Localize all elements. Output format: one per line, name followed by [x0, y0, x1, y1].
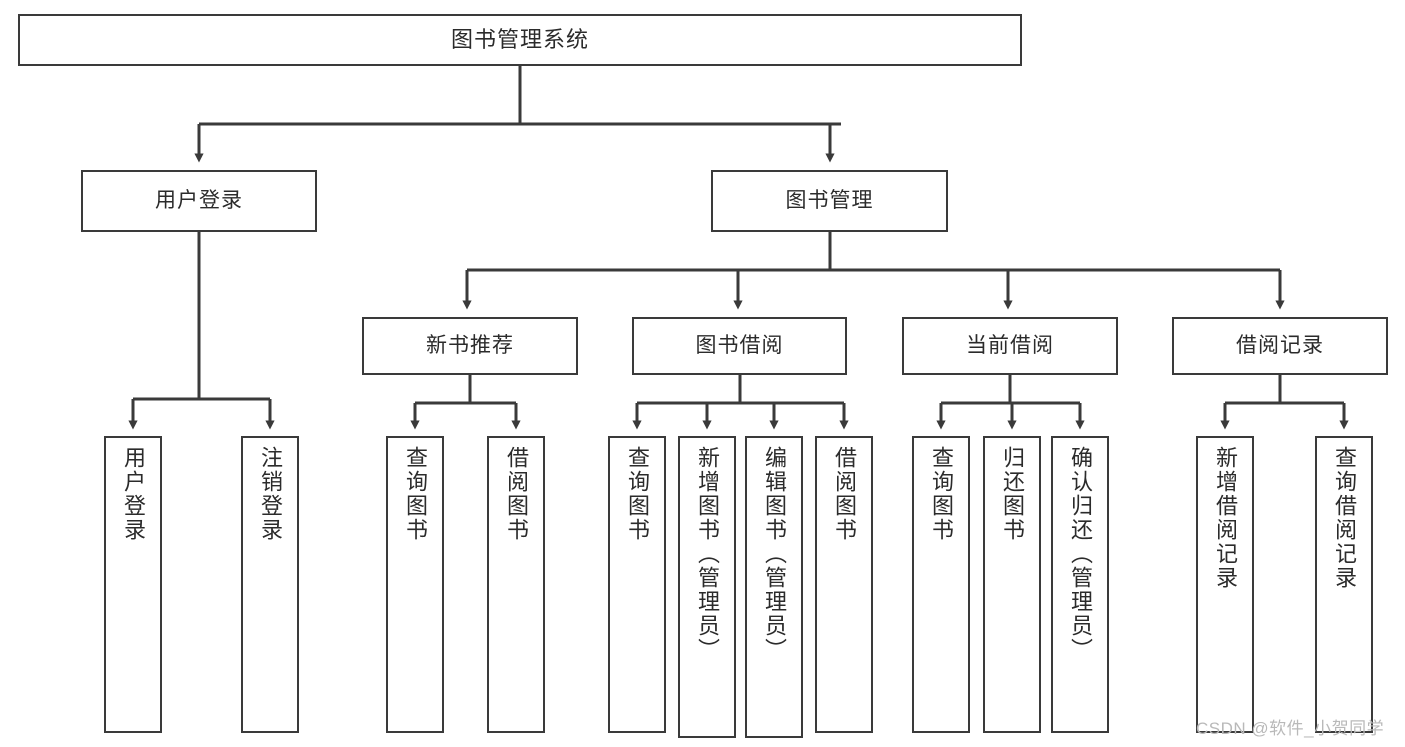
- node-label: 图书借阅: [695, 334, 784, 358]
- node-label: 查询图书: [928, 446, 954, 542]
- node-leaf-borrow-book[interactable]: 借阅图书: [815, 436, 873, 733]
- node-label: 用户登录: [120, 446, 146, 542]
- node-label: 新增图书（管理员）: [694, 446, 720, 662]
- node-root-book-management-system[interactable]: 图书管理系统: [18, 14, 1022, 66]
- node-user-login[interactable]: 用户登录: [81, 170, 317, 232]
- csdn-watermark: CSDN @软件_小贺同学: [1196, 719, 1385, 738]
- node-label: 编辑图书（管理员）: [761, 446, 787, 662]
- node-label: 查询图书: [624, 446, 650, 542]
- node-label: 用户登录: [155, 189, 243, 213]
- node-leaf-return-book[interactable]: 归还图书: [983, 436, 1041, 733]
- node-leaf-edit-book-admin[interactable]: 编辑图书（管理员）: [745, 436, 803, 738]
- node-label: 查询图书: [402, 446, 428, 542]
- node-label: 借阅图书: [503, 446, 529, 542]
- node-label: 注销登录: [257, 446, 283, 542]
- node-book-borrow[interactable]: 图书借阅: [632, 317, 847, 375]
- node-leaf-add-book-admin[interactable]: 新增图书（管理员）: [678, 436, 736, 738]
- node-label: 查询借阅记录: [1331, 446, 1357, 590]
- node-leaf-query-borrow-record[interactable]: 查询借阅记录: [1315, 436, 1373, 733]
- node-label: 归还图书: [999, 446, 1025, 542]
- node-borrow-record[interactable]: 借阅记录: [1172, 317, 1388, 375]
- node-leaf-user-login[interactable]: 用户登录: [104, 436, 162, 733]
- node-leaf-borrow-book-recommend[interactable]: 借阅图书: [487, 436, 545, 733]
- node-leaf-query-book-current[interactable]: 查询图书: [912, 436, 970, 733]
- node-leaf-query-book-borrow[interactable]: 查询图书: [608, 436, 666, 733]
- node-label: 当前借阅: [966, 334, 1054, 358]
- node-leaf-confirm-return-admin[interactable]: 确认归还（管理员）: [1051, 436, 1109, 733]
- node-leaf-query-book-recommend[interactable]: 查询图书: [386, 436, 444, 733]
- node-label: 借阅图书: [831, 446, 857, 542]
- node-label: 图书管理: [785, 189, 874, 213]
- node-leaf-user-logout[interactable]: 注销登录: [241, 436, 299, 733]
- node-leaf-add-borrow-record[interactable]: 新增借阅记录: [1196, 436, 1254, 733]
- node-label: 图书管理系统: [450, 26, 589, 52]
- node-book-management[interactable]: 图书管理: [711, 170, 948, 232]
- node-label: 新增借阅记录: [1212, 446, 1238, 590]
- node-label: 确认归还（管理员）: [1067, 446, 1093, 662]
- node-label: 新书推荐: [426, 334, 514, 358]
- node-current-borrow[interactable]: 当前借阅: [902, 317, 1118, 375]
- node-label: 借阅记录: [1236, 334, 1324, 358]
- node-new-book-recommend[interactable]: 新书推荐: [362, 317, 578, 375]
